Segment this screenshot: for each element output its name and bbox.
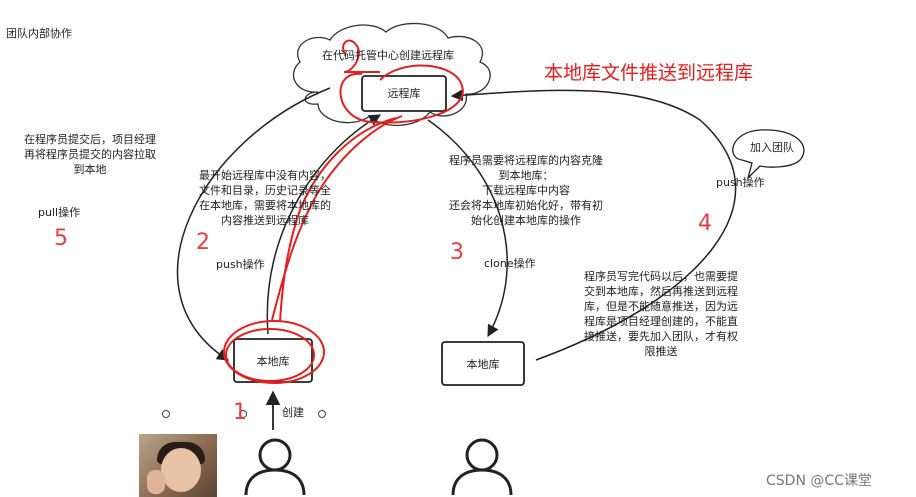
watermark: CSDN @CC课堂 — [766, 473, 872, 489]
local-repo-right-box — [441, 341, 525, 386]
join-team-label: 加入团队 — [750, 141, 794, 154]
step-number-4: 4 — [698, 211, 712, 236]
push-arrow-left — [266, 114, 382, 335]
pull-op-label: pull操作 — [38, 206, 81, 219]
push-op-label-right: push操作 — [716, 176, 765, 189]
red-title: 本地库文件推送到远程库 — [544, 62, 754, 84]
remote-repo-box — [361, 75, 447, 112]
step-number-5: 5 — [54, 226, 68, 251]
pull-note: 在程序员提交后，项目经理 再将程序员提交的内容拉取 到本地 — [24, 133, 156, 176]
webcam-photo — [139, 434, 217, 497]
clone-op-label: clone操作 — [484, 257, 536, 270]
person-icon-right — [451, 438, 513, 496]
red-annotation-strokes — [223, 39, 464, 384]
push-arrow-right — [450, 89, 737, 361]
small-circle — [318, 410, 326, 418]
push-op-label-left: push操作 — [216, 258, 265, 271]
remote-repo-label: 远程库 — [387, 87, 421, 100]
step-number-2: 2 — [196, 230, 210, 255]
person-icon-left — [244, 438, 306, 496]
clone-arrow — [427, 119, 508, 338]
dev-note: 程序员写完代码以后，也需要提 交到本地库，然后再推送到远程 库，但是不能随意推送… — [584, 270, 738, 358]
create-op-label: 创建 — [282, 406, 304, 419]
pull-arrow — [176, 87, 331, 361]
step-number-1: 1 — [233, 400, 247, 425]
clone-note: 程序员需要将远程库的内容克隆 到本地库： 下载远程库中内容 还会将本地库初始化好… — [449, 154, 603, 227]
small-circle — [239, 410, 247, 418]
small-circle — [162, 410, 170, 418]
join-bubble-shape — [732, 129, 805, 181]
local-repo-left-label: 本地库 — [256, 355, 290, 368]
step-number-3: 3 — [450, 240, 464, 265]
push-note: 最开始远程库中没有内容， 文件和目录，历史记录等全 在本地库，需要将本地库的 内… — [199, 169, 331, 227]
cloud-label: 在代码托管中心创建远程库 — [322, 49, 454, 62]
page-title: 团队内部协作 — [6, 27, 72, 40]
local-repo-right-label: 本地库 — [466, 358, 500, 371]
